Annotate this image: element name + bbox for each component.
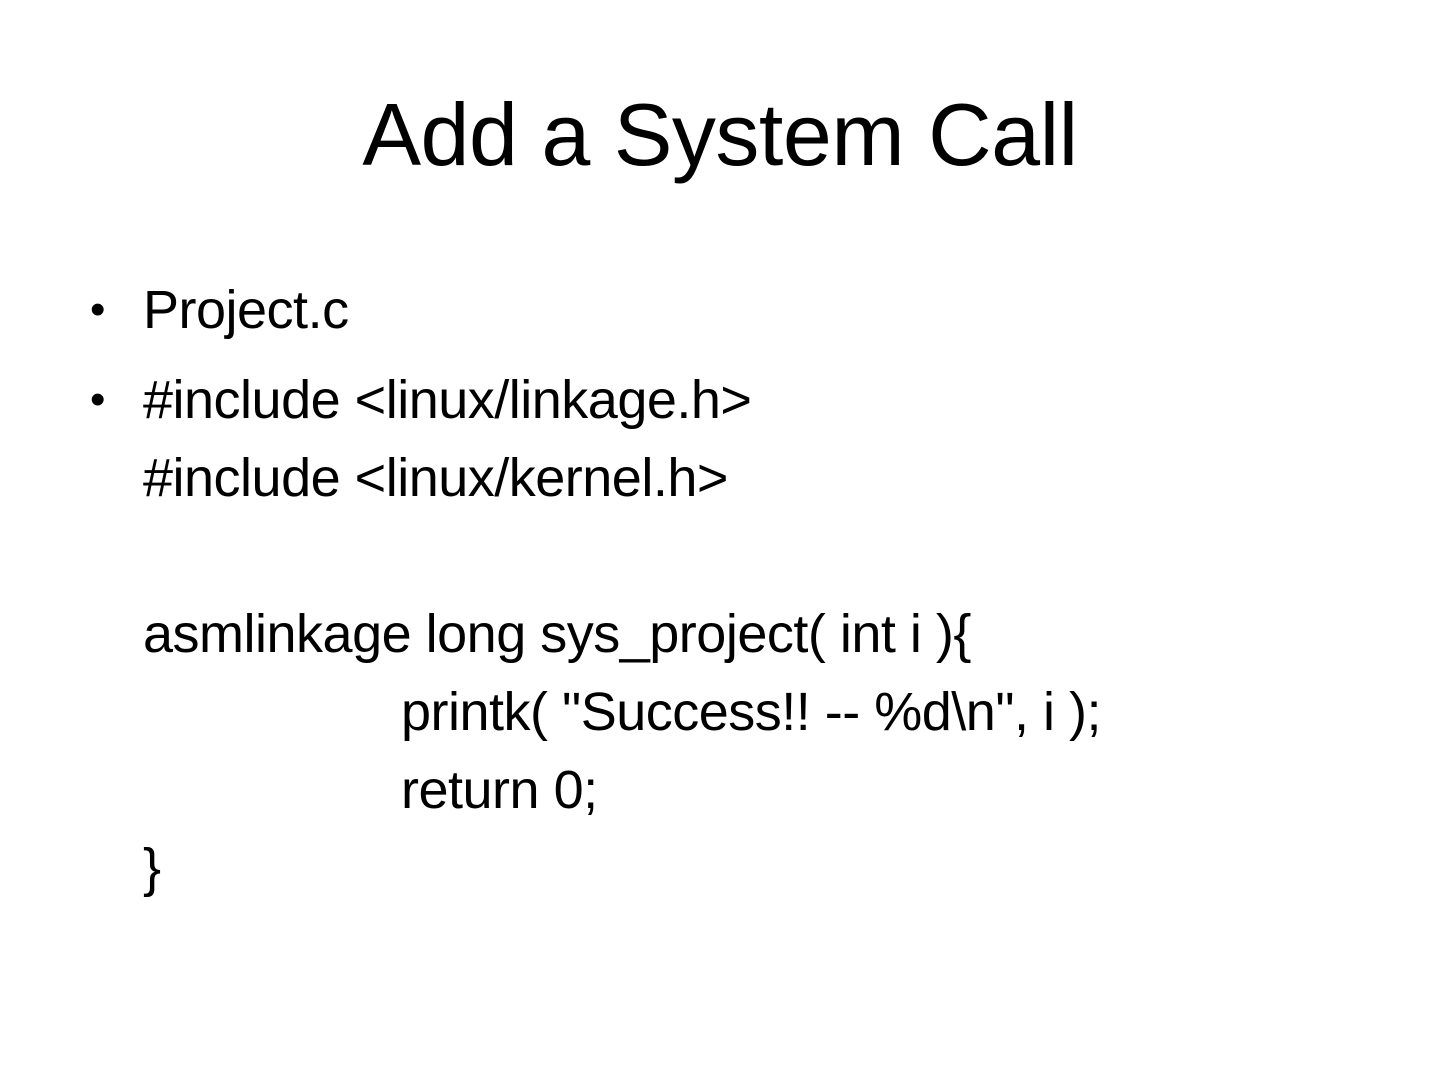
slide-title: Add a System Call	[362, 85, 1078, 184]
code-line-return: return 0;	[401, 760, 598, 821]
code-line-include-linkage: #include <linux/linkage.h>	[143, 370, 752, 431]
code-line-function-signature: asmlinkage long sys_project( int i ){	[143, 604, 971, 665]
code-block: #include <linux/linkage.h> #include <lin…	[143, 361, 1380, 907]
bullet-item-code: • #include <linux/linkage.h> #include <l…	[90, 361, 1380, 907]
bullet-icon: •	[90, 285, 105, 335]
bullet-icon: •	[90, 375, 105, 425]
code-line-printk: printk( "Success!! -- %d\n", i );	[401, 682, 1102, 743]
text-line: Project.c	[143, 280, 349, 341]
slide-body: • Project.c • #include <linux/linkage.h>…	[0, 271, 1440, 907]
code-line-blank	[143, 517, 1380, 595]
bullet-text: Project.c	[143, 271, 1380, 349]
code-line-closing-brace: }	[143, 838, 161, 899]
code-line-include-kernel: #include <linux/kernel.h>	[143, 448, 728, 509]
bullet-item-project: • Project.c	[90, 271, 1380, 349]
